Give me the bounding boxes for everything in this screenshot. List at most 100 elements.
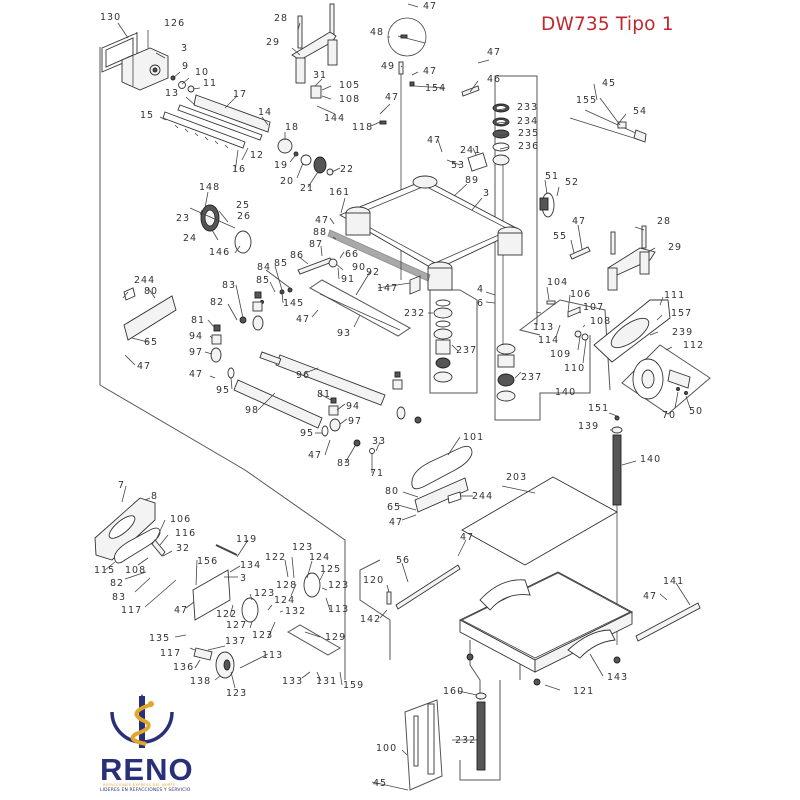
callout-7: 7: [118, 480, 125, 491]
callout-93: 93: [337, 328, 351, 339]
part-232b-leadscrew: [476, 701, 486, 771]
callout-203: 203: [506, 472, 527, 483]
callout-51: 51: [545, 171, 559, 182]
callout-138: 138: [190, 676, 211, 687]
callout-17: 17: [233, 89, 247, 100]
callout-47: 47: [389, 517, 403, 528]
callout-161: 161: [329, 187, 350, 198]
callout-9: 9: [182, 61, 189, 72]
callout-96: 96: [296, 370, 310, 381]
callout-111: 111: [664, 290, 685, 301]
part-18-pulley: [277, 138, 293, 154]
callout-122: 122: [265, 552, 286, 563]
callout-124: 124: [274, 595, 295, 606]
callout-159: 159: [343, 680, 364, 691]
callout-28: 28: [274, 13, 288, 24]
callout-155: 155: [576, 95, 597, 106]
callout-47: 47: [385, 92, 399, 103]
callout-26: 26: [237, 211, 251, 222]
callout-80: 80: [144, 286, 158, 297]
callout-130: 130: [100, 12, 121, 23]
callout-117: 117: [121, 605, 142, 616]
callout-21: 21: [300, 183, 314, 194]
diagram-title: DW735 Tipo 1: [541, 14, 674, 35]
callout-140: 140: [640, 454, 661, 465]
brand-logo-emblem: [110, 694, 174, 748]
brand-name: RENO: [100, 752, 194, 787]
callout-140: 140: [555, 387, 576, 398]
callout-22: 22: [340, 164, 354, 175]
callout-33: 33: [372, 436, 386, 447]
part-156-plate: [192, 569, 231, 621]
callout-117: 117: [160, 648, 181, 659]
callout-47: 47: [189, 369, 203, 380]
callout-141: 141: [663, 576, 684, 587]
part-115-belt: [114, 527, 161, 564]
callout-116: 116: [175, 528, 196, 539]
callout-125: 125: [320, 564, 341, 575]
callout-46: 46: [487, 74, 501, 85]
callout-122: 122: [216, 609, 237, 620]
callout-95: 95: [216, 385, 230, 396]
callout-235: 235: [518, 128, 539, 139]
callout-126: 126: [164, 18, 185, 29]
callout-92: 92: [366, 267, 380, 278]
callout-80: 80: [385, 486, 399, 497]
callout-4: 4: [477, 284, 484, 295]
callout-90: 90: [352, 262, 366, 273]
callout-107: 107: [583, 302, 604, 313]
callout-85: 85: [256, 275, 270, 286]
callout-3: 3: [240, 573, 247, 584]
callout-20: 20: [280, 176, 294, 187]
callout-123: 123: [226, 688, 247, 699]
callout-95: 95: [300, 428, 314, 439]
callout-49: 49: [381, 61, 395, 72]
callout-146: 146: [209, 247, 230, 258]
callout-89: 89: [465, 175, 479, 186]
callout-157: 157: [671, 308, 692, 319]
callout-48: 48: [370, 27, 384, 38]
part-98-roller: [233, 379, 323, 429]
part-80b-guard: [414, 477, 469, 513]
callout-244: 244: [134, 275, 155, 286]
callout-87: 87: [309, 239, 323, 250]
callout-84: 84: [257, 262, 271, 273]
part-54-plug: [633, 129, 647, 143]
leader-lines: [104, 3, 691, 791]
part-203-plate: [461, 476, 618, 566]
callout-151: 151: [588, 403, 609, 414]
part-80-guard: [123, 295, 177, 341]
callout-55: 55: [553, 231, 567, 242]
parts: [94, 3, 711, 791]
callout-47: 47: [460, 532, 474, 543]
callout-113: 113: [262, 650, 283, 661]
callout-25: 25: [236, 200, 250, 211]
callout-115: 115: [94, 565, 115, 576]
callout-19: 19: [274, 160, 288, 171]
callout-50: 50: [689, 406, 703, 417]
callout-32: 32: [176, 543, 190, 554]
callout-108: 108: [590, 316, 611, 327]
callout-47: 47: [174, 605, 188, 616]
part-126-motor-housing: [121, 47, 169, 91]
callout-241: 241: [460, 145, 481, 156]
part-127-gear: [241, 597, 259, 623]
callout-11: 11: [203, 78, 217, 89]
part-table-base: [459, 571, 633, 661]
callout-12: 12: [250, 150, 264, 161]
callout-86: 86: [290, 250, 304, 261]
callout-154: 154: [425, 83, 446, 94]
callout-156: 156: [197, 556, 218, 567]
callout-145: 145: [283, 298, 304, 309]
callout-118: 118: [352, 122, 373, 133]
callout-3: 3: [483, 188, 490, 199]
callout-47: 47: [296, 314, 310, 325]
callout-82: 82: [210, 297, 224, 308]
callout-45: 45: [602, 78, 616, 89]
callout-91: 91: [341, 274, 355, 285]
callout-135: 135: [149, 633, 170, 644]
callout-133: 133: [282, 676, 303, 687]
callout-18: 18: [285, 122, 299, 133]
callout-147: 147: [377, 283, 398, 294]
callout-232: 232: [455, 735, 476, 746]
